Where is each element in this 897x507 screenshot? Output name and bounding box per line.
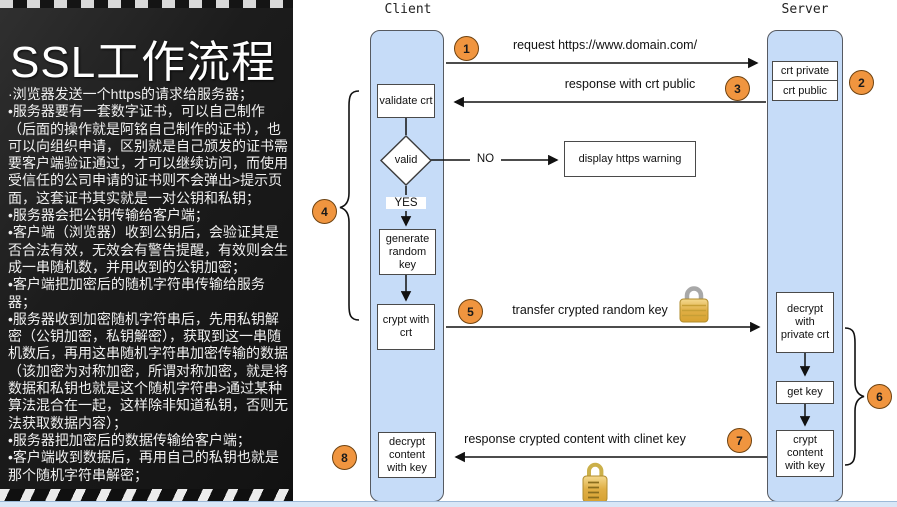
message-response-content: response crypted content with clinet key: [464, 432, 686, 446]
bullet-list: ·浏览器发送一个https的请求给服务器； •服务器要有一套数字证书，可以自己制…: [8, 86, 292, 484]
valid-decision-label: valid: [394, 154, 418, 166]
bullet-item: •服务器收到加密随机字符串后，先用私钥解密（公钥加密，私钥解密），获取到这一串随…: [8, 310, 288, 431]
step-circle-1: 1: [454, 36, 479, 61]
client-lane-label: Client: [384, 2, 432, 17]
page-title: SSL工作流程: [10, 38, 277, 87]
left-panel: SSL工作流程 ·浏览器发送一个https的请求给服务器； •服务器要有一套数字…: [0, 0, 293, 502]
node-get-key: get key: [776, 381, 834, 404]
brace-step4: [339, 90, 360, 321]
node-crypt-with-crt: crypt with crt: [377, 304, 435, 350]
bullet-item: •服务器把加密后的数据传输给客户端；: [8, 431, 251, 448]
step-circle-7: 7: [727, 428, 752, 453]
message-request: request https://www.domain.com/: [512, 38, 698, 52]
node-display-https-warning: display https warning: [564, 141, 696, 177]
padlock-icon: [582, 462, 608, 503]
bottom-accent-strip: [0, 501, 897, 507]
step-circle-3: 3: [725, 76, 750, 101]
step-circle-8: 8: [332, 445, 357, 470]
node-decrypt-content-with-key: decrypt content with key: [378, 432, 436, 478]
step-circle-6: 6: [867, 384, 892, 409]
bullet-item: •客户端收到数据后，再用自己的私钥也就是那个随机字符串解密；: [8, 449, 279, 483]
bullet-item: •客户端把加密后的随机字符串传输给服务器；: [8, 276, 265, 310]
node-decrypt-with-private-crt: decrypt with private crt: [776, 292, 834, 353]
message-response-crt: response with crt public: [564, 77, 696, 91]
bullet-item: •服务器会把公钥传输给客户端；: [8, 207, 209, 224]
step-circle-5: 5: [458, 299, 483, 324]
bullet-item: •服务器要有一套数字证书，可以自己制作（后面的操作就是阿铭自己制作的证书），也可…: [8, 103, 288, 206]
branch-no-label: NO: [471, 153, 500, 165]
message-transfer-key: transfer crypted random key: [512, 303, 668, 317]
node-validate-crt: validate crt: [377, 84, 435, 118]
node-crt-public: crt public: [782, 84, 828, 97]
step-circle-4: 4: [312, 199, 337, 224]
bullet-item: ·浏览器发送一个https的请求给服务器；: [8, 86, 254, 102]
node-crt-private: crt private: [773, 62, 837, 81]
brace-step6: [844, 327, 865, 466]
bullet-item: •客户端（浏览器）收到公钥后，会验证其是否合法有效，无效会有警告提醒，有效则会生…: [8, 224, 288, 275]
node-crt-stack: crt private crt public: [772, 61, 838, 101]
branch-yes-label: YES: [386, 197, 426, 209]
film-strip-texture-top: [0, 0, 293, 8]
node-crypt-content-with-key: crypt content with key: [776, 430, 834, 477]
film-strip-texture-bottom: [0, 489, 293, 502]
server-lane-label: Server: [781, 2, 829, 17]
step-circle-2: 2: [849, 70, 874, 95]
node-generate-random-key: generate random key: [379, 229, 436, 275]
